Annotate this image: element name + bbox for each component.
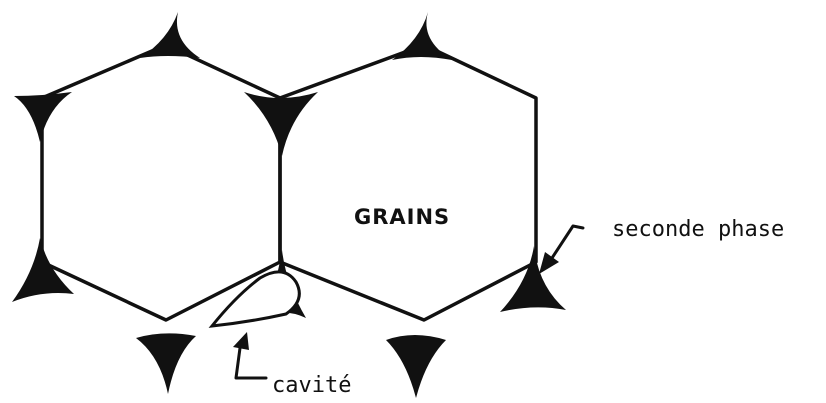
second-phase-label: seconde phase	[612, 217, 784, 242]
cavity-shape	[212, 272, 299, 326]
triple-junction-particle-bottom-left	[136, 333, 196, 394]
second-phase-arrow	[539, 226, 583, 274]
cavity-label: cavité	[272, 373, 351, 398]
triple-junction-particle-right	[500, 246, 566, 312]
triple-junction-particle-bottom-right	[386, 335, 446, 398]
triple-junction-particle-upper-middle	[244, 92, 318, 156]
left-grain-boundary	[42, 45, 280, 320]
cavity-arrow	[233, 332, 266, 378]
second-phase-particles	[12, 12, 566, 398]
right-grain-boundary	[280, 45, 536, 320]
grains-label: GRAINS	[354, 205, 450, 229]
